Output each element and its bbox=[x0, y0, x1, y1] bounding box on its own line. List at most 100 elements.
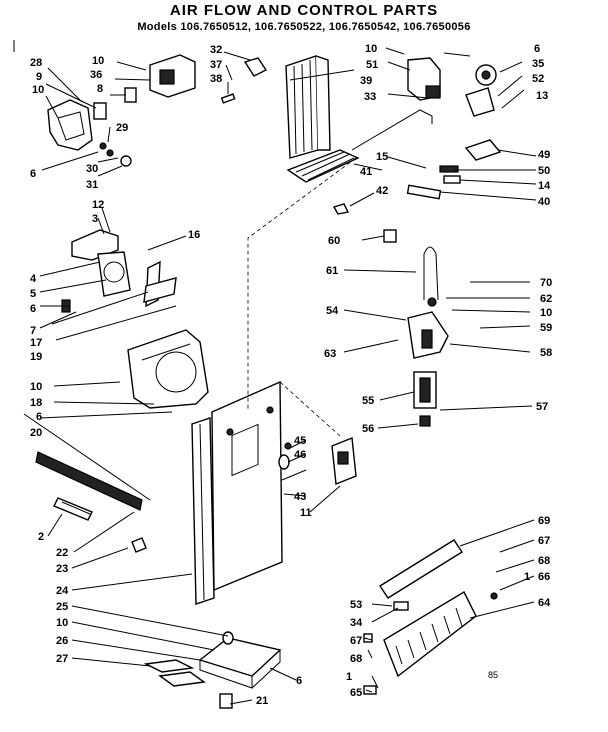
callout-10: 10 bbox=[32, 84, 44, 96]
callout-6: 6 bbox=[30, 168, 36, 180]
callout-27: 27 bbox=[56, 653, 68, 665]
part-21-foot bbox=[219, 693, 233, 709]
callout-37: 37 bbox=[210, 59, 222, 71]
callout-14: 14 bbox=[538, 180, 551, 192]
callout-39: 39 bbox=[360, 75, 372, 87]
callout-52: 52 bbox=[532, 73, 544, 85]
callout-34: 34 bbox=[350, 617, 363, 629]
corner-mark: 85 bbox=[488, 670, 498, 680]
callout-45: 45 bbox=[294, 435, 306, 447]
part-11-switch-box bbox=[331, 437, 357, 485]
callout-49: 49 bbox=[538, 149, 550, 161]
part-55-knob bbox=[413, 371, 437, 409]
part-26-tray bbox=[198, 637, 282, 689]
part-42-clip bbox=[332, 203, 350, 215]
callout-4: 4 bbox=[30, 273, 37, 285]
callout-59: 59 bbox=[540, 322, 552, 334]
part-40-slide bbox=[406, 184, 442, 200]
part-14-button bbox=[443, 175, 461, 184]
part-38-screw bbox=[220, 93, 236, 104]
part-32-clip bbox=[243, 57, 268, 77]
callout-68: 68 bbox=[538, 555, 550, 567]
part-9-housing bbox=[47, 99, 93, 151]
part-52-bracket bbox=[465, 87, 495, 117]
callout-69: 69 bbox=[538, 515, 550, 527]
part-18-fan-housing bbox=[127, 329, 209, 409]
callout-6: 6 bbox=[30, 303, 36, 315]
callout-38: 38 bbox=[210, 73, 222, 85]
part-31-nut bbox=[120, 155, 132, 167]
callout-10: 10 bbox=[365, 43, 377, 55]
part-69-heater-tube bbox=[379, 539, 463, 599]
callout-50: 50 bbox=[538, 165, 550, 177]
callout-41: 41 bbox=[360, 166, 372, 178]
callout-1: 1 bbox=[346, 671, 352, 683]
callout-66: 66 bbox=[538, 571, 550, 583]
callout-32: 32 bbox=[210, 44, 222, 56]
callout-67: 67 bbox=[538, 535, 550, 547]
callout-labels: 28 9 10 8 36 10 32 37 38 29 6 30 31 39 1… bbox=[30, 43, 552, 707]
callout-31: 31 bbox=[86, 179, 98, 191]
part-8-bracket bbox=[93, 102, 107, 120]
callout-7: 7 bbox=[30, 325, 36, 337]
callout-30: 30 bbox=[86, 163, 98, 175]
callout-24: 24 bbox=[56, 585, 69, 597]
callout-19: 19 bbox=[30, 351, 42, 363]
part-2-label bbox=[53, 497, 93, 521]
part-27-pad bbox=[143, 659, 206, 687]
callout-25: 25 bbox=[56, 601, 68, 613]
part-36-switch-block bbox=[124, 54, 196, 103]
callout-2: 2 bbox=[38, 531, 44, 543]
part-17-fan-blade bbox=[143, 260, 177, 308]
callout-46: 46 bbox=[294, 449, 306, 461]
callout-11: 11 bbox=[300, 507, 312, 519]
callout-36: 36 bbox=[90, 69, 102, 81]
callout-51: 51 bbox=[366, 59, 378, 71]
part-66-screw bbox=[490, 592, 498, 600]
callout-22: 22 bbox=[56, 547, 68, 559]
callout-35: 35 bbox=[532, 58, 544, 70]
part-29-screw bbox=[99, 142, 114, 157]
callout-18: 18 bbox=[30, 397, 42, 409]
part-62-nut bbox=[427, 297, 437, 307]
callout-58: 58 bbox=[540, 347, 552, 359]
part-43-control-panel bbox=[211, 380, 283, 592]
diagram-title: AIR FLOW AND CONTROL PARTS bbox=[169, 2, 439, 19]
part-49-switch bbox=[464, 139, 502, 161]
callout-63: 63 bbox=[324, 348, 336, 360]
callout-21: 21 bbox=[256, 695, 268, 707]
part-50-plate bbox=[439, 165, 459, 173]
callout-3: 3 bbox=[92, 213, 98, 225]
callout-16: 16 bbox=[188, 229, 200, 241]
callout-64: 64 bbox=[538, 597, 551, 609]
part-5-motor bbox=[97, 251, 131, 297]
callout-54: 54 bbox=[326, 305, 339, 317]
callout-56: 56 bbox=[362, 423, 374, 435]
callout-15: 15 bbox=[376, 151, 388, 163]
callout-28: 28 bbox=[30, 57, 42, 69]
callout-1: 1 bbox=[524, 571, 530, 583]
callout-10: 10 bbox=[56, 617, 68, 629]
callout-12: 12 bbox=[92, 199, 104, 211]
part-20-grille-strip bbox=[35, 451, 143, 511]
callout-13: 13 bbox=[536, 90, 548, 102]
callout-57: 57 bbox=[536, 401, 548, 413]
callout-55: 55 bbox=[362, 395, 374, 407]
part-46-grommet bbox=[278, 454, 290, 470]
callout-8: 8 bbox=[97, 83, 103, 95]
callout-23: 23 bbox=[56, 563, 68, 575]
callout-17: 17 bbox=[30, 337, 42, 349]
callout-62: 62 bbox=[540, 293, 552, 305]
callout-10: 10 bbox=[30, 381, 42, 393]
callout-53: 53 bbox=[350, 599, 362, 611]
part-45-screw bbox=[284, 442, 292, 450]
callout-70: 70 bbox=[540, 277, 552, 289]
callout-68: 68 bbox=[350, 653, 362, 665]
callout-9: 9 bbox=[36, 71, 42, 83]
callout-60: 60 bbox=[328, 235, 340, 247]
callout-65: 65 bbox=[350, 687, 362, 699]
callout-42: 42 bbox=[376, 185, 388, 197]
part-61-capillary bbox=[423, 246, 439, 301]
callout-61: 61 bbox=[326, 265, 338, 277]
